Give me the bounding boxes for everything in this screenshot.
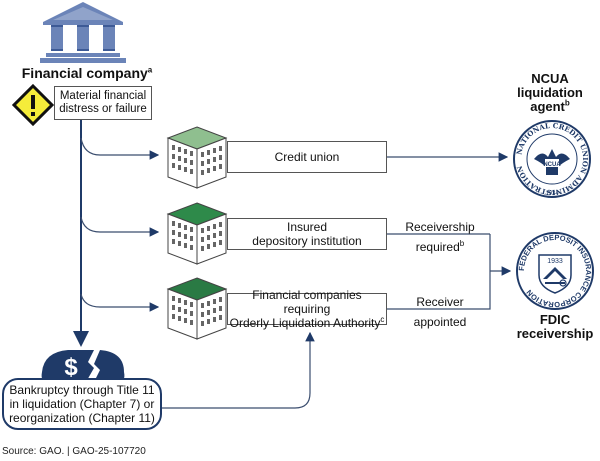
- ola-label-line-1: Financial companies requiring: [252, 288, 362, 316]
- branch-connector-ola: [80, 293, 160, 312]
- bank-building-icon: [40, 2, 126, 63]
- source-note: Source: GAO. | GAO-25-107720: [2, 446, 146, 457]
- insured-depository-box: Insured depository institution: [227, 218, 387, 250]
- ola-box: Financial companies requiring Orderly Li…: [227, 288, 387, 330]
- fdic-title: FDIC receivership: [515, 313, 595, 341]
- ola-label-text: Orderly Liquidation Authority: [229, 316, 381, 330]
- ncua-title-line-1: NCUA: [531, 71, 569, 86]
- branch-connector-credit-union: [80, 137, 160, 160]
- branch-connector-insured: [80, 216, 160, 237]
- receivership-line-2: requiredb: [395, 237, 485, 257]
- ncua-seal-center: NCUA: [543, 162, 561, 168]
- broken-dollar-icon: $: [41, 350, 125, 382]
- trigger-line-1: Material financial: [59, 90, 147, 102]
- ola-label-line-2: Orderly Liquidation Authorityc: [228, 315, 386, 331]
- ncua-title-line-2: liquidation: [517, 85, 583, 100]
- financial-company-title-text: Financial company: [21, 65, 148, 81]
- connector-receiver-appointed: [387, 234, 491, 310]
- ncua-title-line-3: agentb: [510, 98, 590, 114]
- receivership-line-1: Receivership: [405, 220, 475, 234]
- insured-label-line-2: depository institution: [252, 234, 362, 248]
- ncua-seal-year: 1934: [545, 191, 559, 197]
- financial-company-title: Financial companya: [12, 66, 162, 80]
- insured-label-line-1: Insured: [286, 220, 328, 234]
- footnote-c: c: [380, 315, 385, 324]
- building-icon-insured-depository: [166, 202, 228, 265]
- bankruptcy-line-3: reorganization (Chapter 11): [9, 411, 155, 425]
- fdic-title-line-1: FDIC: [539, 312, 571, 327]
- fdic-seal-icon: FEDERAL DEPOSIT INSURANCE CORPORATION 19…: [516, 232, 594, 310]
- receiver-appointed-label: Receiver appointed: [395, 292, 485, 332]
- ncua-seal-icon: NATIONAL CREDIT UNION ADMINISTRATION NCU…: [513, 120, 591, 198]
- ncua-title: NCUA liquidation agentb: [510, 72, 590, 114]
- receivership-required-text: required: [415, 240, 460, 254]
- bankruptcy-box: Bankruptcy through Title 11 in liquidati…: [2, 378, 162, 430]
- credit-union-label: Credit union: [274, 150, 340, 164]
- bankruptcy-line-1: Bankruptcy through Title 11: [9, 383, 155, 397]
- warning-icon: [12, 84, 54, 126]
- receiver-line-1: Receiver: [416, 295, 464, 309]
- bankruptcy-line-2: in liquidation (Chapter 7) or: [9, 397, 155, 411]
- footnote-b: b: [459, 239, 465, 248]
- footnote-b-ncua: b: [564, 98, 570, 108]
- fdic-title-line-2: receivership: [516, 326, 594, 341]
- building-icon-ola: [166, 277, 228, 340]
- receivership-required-label: Receivership requiredb: [395, 217, 485, 257]
- trigger-line-2: distress or failure: [59, 103, 147, 115]
- credit-union-box: Credit union: [227, 141, 387, 173]
- dollar-glyph: $: [64, 354, 78, 381]
- receiver-line-2: appointed: [413, 315, 467, 329]
- ncua-agent-text: agent: [530, 99, 565, 114]
- building-icon-credit-union: [166, 126, 228, 189]
- trigger-box: Material financial distress or failure: [54, 86, 152, 120]
- fdic-seal-year: 1933: [547, 258, 563, 265]
- connector-bankruptcy-to-ola: [162, 331, 315, 409]
- footnote-a: a: [147, 65, 153, 75]
